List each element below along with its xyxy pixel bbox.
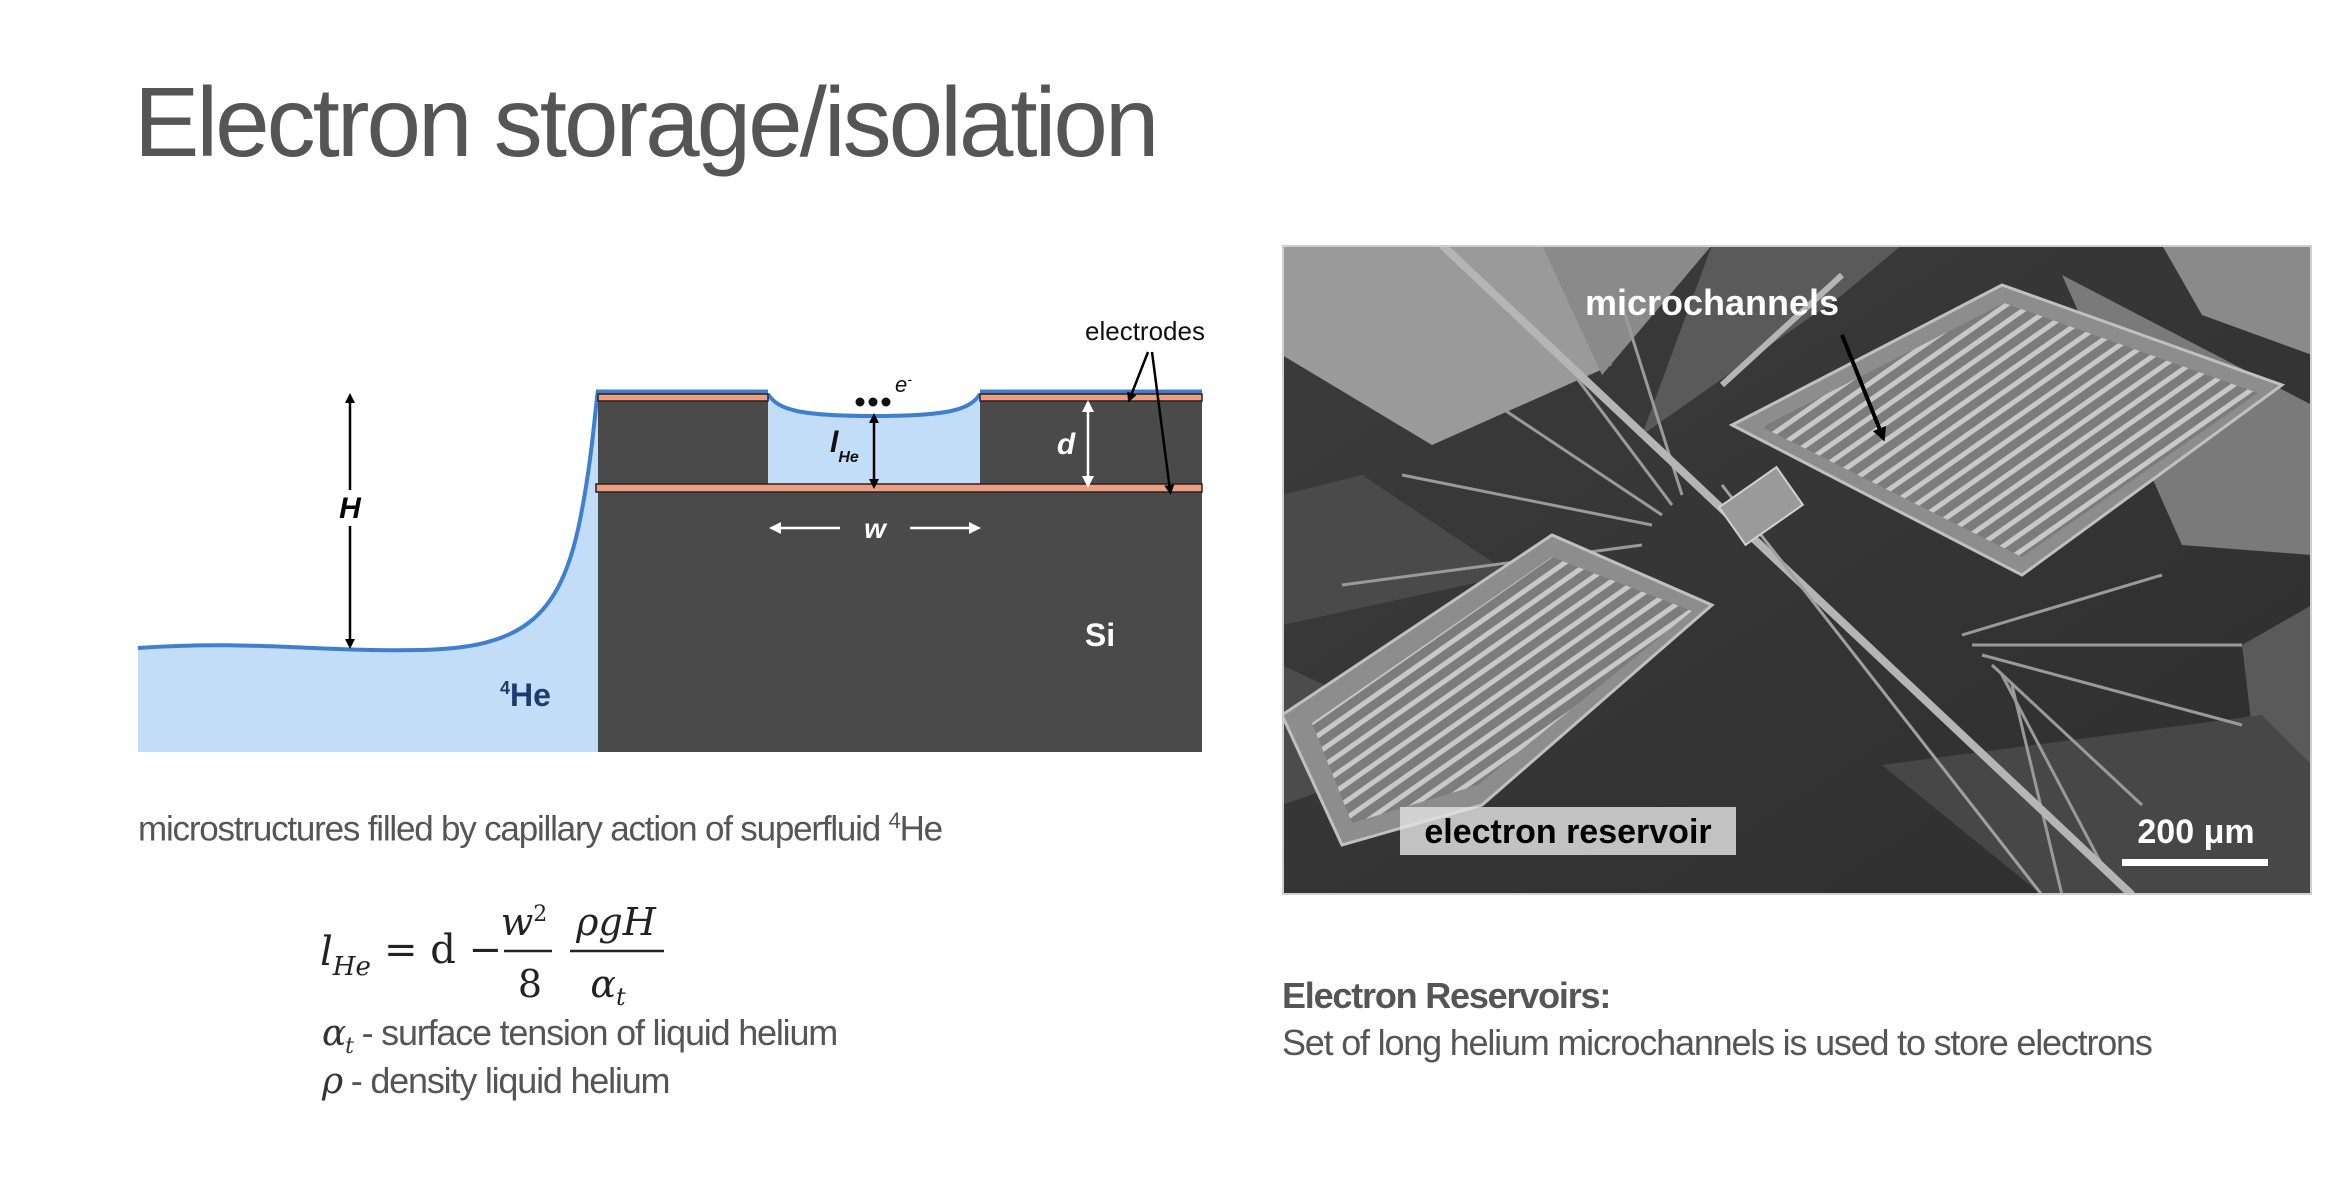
legend-rho: ρ - density liquid helium: [322, 1060, 671, 1102]
lhe-label: lHe: [830, 426, 859, 466]
legend-alpha: αt - surface tension of liquid helium: [322, 1012, 838, 1060]
reservoir-label: electron reservoir: [1424, 813, 1711, 851]
helium-label: 4He: [500, 677, 551, 713]
electrode-pointer-bottom: [1150, 351, 1175, 495]
page-title: Electron storage/isolation: [134, 67, 1159, 177]
electrodes-label: electrodes: [1085, 316, 1205, 346]
helium-surface-line: [137, 389, 600, 653]
width-label: w: [864, 513, 888, 544]
svg-text:ρgH: ρgH: [575, 900, 657, 944]
helium-bath: [138, 390, 598, 752]
silicon-block: [598, 488, 1202, 752]
top-electrode-left: [597, 393, 769, 402]
microchannels-label: microchannels: [1585, 282, 1839, 323]
left-pillar: [598, 394, 768, 486]
electron-label: e-: [895, 371, 912, 397]
depth-label: d: [1057, 428, 1076, 461]
lhe-formula: lHe = d − w2 8 ρgH αt: [320, 900, 664, 1011]
svg-text:= d −: = d −: [384, 927, 502, 973]
reservoirs-heading: Electron Reservoirs:: [1282, 975, 1611, 1016]
svg-text:lHe: lHe: [320, 929, 371, 982]
height-label: H: [339, 492, 362, 525]
svg-text:αt: αt: [590, 962, 626, 1011]
sem-micrograph: microchannels electron reservoir 200 μm: [1282, 245, 2312, 895]
svg-text:8: 8: [518, 962, 542, 1006]
cross-section-diagram: e- H lHe d w Si 4He electrodes: [137, 316, 1205, 752]
scale-bar: [2122, 859, 2268, 866]
electron-dot: [868, 397, 878, 407]
microchannels-pointer: [1840, 334, 1886, 442]
electrode-pointer-top: [1127, 351, 1150, 403]
svg-text:w2: w2: [501, 900, 548, 944]
electron-dot: [881, 397, 891, 407]
bottom-electrode: [595, 483, 1203, 493]
scale-bar-label: 200 μm: [2137, 813, 2254, 851]
electron-dot: [855, 397, 865, 407]
silicon-label: Si: [1085, 617, 1115, 653]
diagram-caption: microstructures filled by capillary acti…: [138, 808, 943, 849]
top-electrode-right: [979, 393, 1203, 402]
reservoirs-description: Set of long helium microchannels is used…: [1282, 1022, 2153, 1063]
